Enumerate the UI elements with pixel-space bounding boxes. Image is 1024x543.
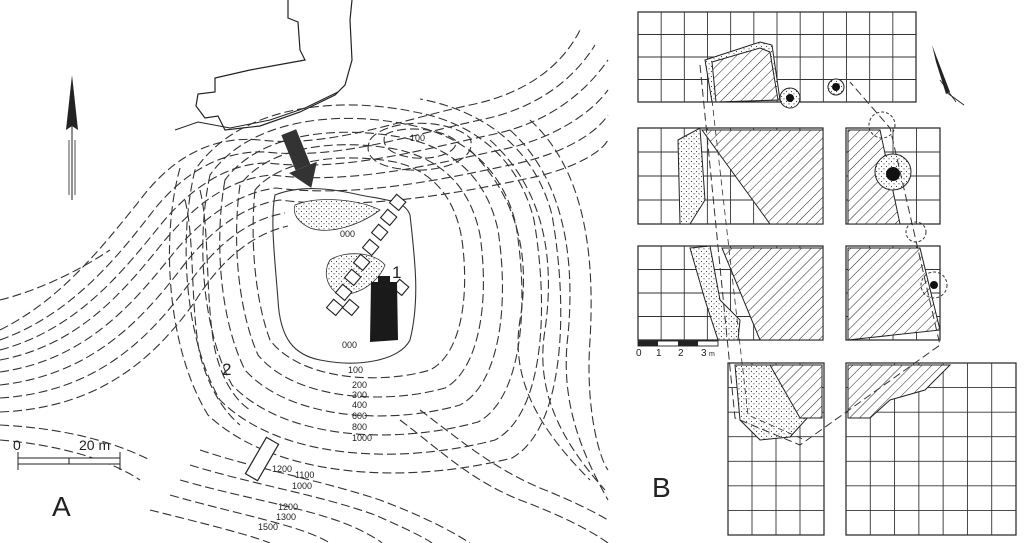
contour-label: 000: [340, 229, 355, 239]
pit: [920, 271, 948, 299]
contour-label: 1300: [276, 512, 296, 522]
feature-1-structure: [370, 276, 398, 342]
pit: [905, 221, 927, 243]
scale-tick-0: 0: [636, 348, 642, 359]
scale-bar-a: 0 20 m: [13, 437, 121, 470]
contour-label: 000: [342, 340, 357, 350]
hatched-structure: [701, 47, 952, 419]
north-arrow-icon: [66, 75, 78, 200]
north-arrow-icon: [932, 45, 965, 106]
contour-label: 100: [348, 365, 363, 375]
pit: [868, 111, 896, 139]
pit: [832, 83, 840, 91]
contour-label: 1200: [272, 464, 292, 474]
dashed-enclosure-outline: [699, 64, 941, 446]
pit-features: [779, 78, 948, 299]
scale-tick-2: 2: [678, 348, 684, 359]
panel-b-letter: B: [652, 472, 671, 503]
direction-arrow-icon: [281, 129, 317, 188]
contour-label: 800: [352, 422, 367, 432]
contour-label: 200: [352, 380, 367, 390]
terrace-stipple: [293, 199, 381, 231]
scale-unit: m: [709, 351, 715, 358]
feature-marker-2: 2: [222, 360, 231, 379]
scale-bar-b: 0 1 2 3 m: [636, 340, 719, 359]
contour-label: 1200: [278, 502, 298, 512]
plateau-edge: [272, 188, 417, 364]
contour-labels: 100 000 000 100 200 300 400 600 800 1000…: [258, 133, 425, 532]
scale-bar-end: 20 m: [79, 437, 110, 453]
contour-lines: [0, 29, 609, 543]
panel-a-letter: A: [52, 491, 71, 522]
contour-label: 100: [410, 133, 425, 143]
feature-marker-1: 1: [392, 263, 401, 282]
scale-tick-1: 1: [656, 348, 662, 359]
pit: [786, 94, 794, 102]
contour-label: 600: [352, 411, 367, 421]
building-outline: [195, 0, 353, 131]
contour-label: 1000: [292, 481, 312, 491]
contour-label: 1100: [295, 470, 314, 480]
contour-label: 300: [352, 390, 367, 400]
pit: [886, 167, 900, 181]
panel-b-excavation-plan: 0 1 2 3 m B: [636, 11, 1017, 536]
contour-label: 400: [352, 400, 367, 410]
dashed-enclosure-inner: [711, 99, 806, 441]
scale-bar-zero: 0: [13, 437, 21, 453]
scale-tick-3: 3: [701, 348, 707, 359]
gate-structure: [244, 436, 280, 482]
pit: [930, 281, 938, 289]
contour-label: 1000: [352, 433, 372, 443]
panel-a-site-plan: 100 000 000 100 200 300 400 600 800 1000…: [0, 0, 609, 543]
contour-label: 1500: [258, 522, 278, 532]
